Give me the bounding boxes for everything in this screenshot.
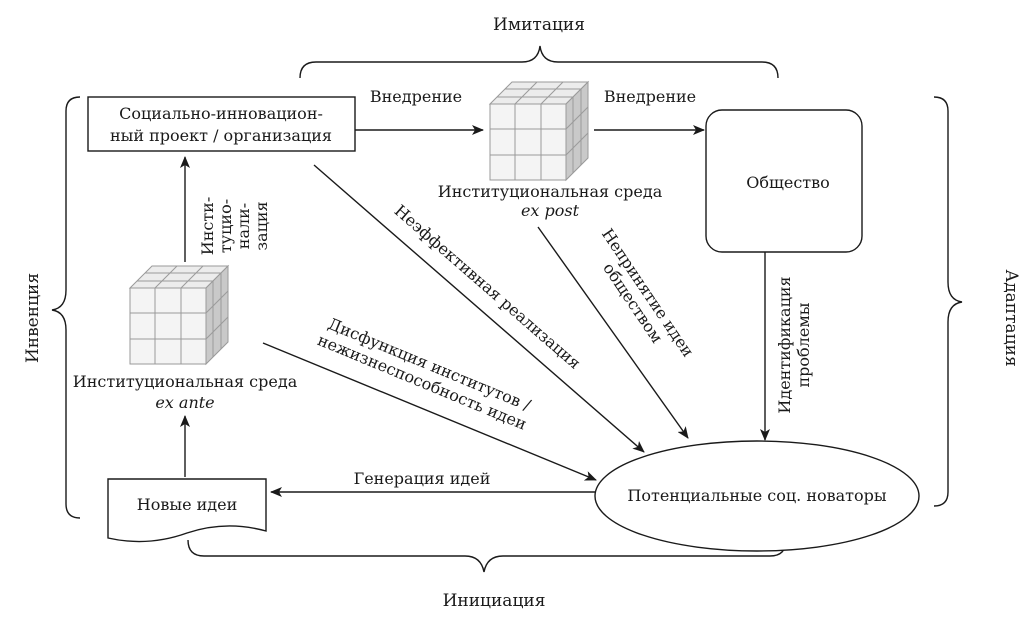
env-post-label-line2: ex post: [521, 201, 580, 220]
edge-label-ineffective: Неэффективная реализация: [391, 201, 585, 373]
new-ideas-label: Новые идеи: [137, 495, 238, 514]
arrow-dysfunction: [262, 342, 597, 481]
project-node: Социально-инновацион- ный проект / орган…: [87, 96, 356, 152]
brace-label-imitation: Имитация: [493, 15, 585, 35]
project-label-line1: Социально-инновацион-: [119, 104, 323, 123]
env-post-cube-icon: [488, 80, 590, 182]
arrow-rejection: [537, 226, 689, 439]
env-ante-label-line1: Институциональная среда: [73, 372, 298, 391]
institutionalization-line4: зация: [252, 201, 271, 250]
brace-label-adaptation: Адаптация: [1001, 269, 1021, 366]
innovators-node: Потенциальные соц. новаторы: [594, 440, 920, 552]
new-ideas-node: Новые идеи: [107, 478, 267, 543]
project-label-line2: ный проект / организация: [110, 126, 332, 145]
bottom-brace: [187, 539, 787, 573]
env-post-label-line1: Институциональная среда: [438, 182, 663, 201]
env-ante-label-line2: ex ante: [155, 393, 214, 412]
identification-line1: Идентификация: [775, 276, 794, 413]
identification-line2: проблемы: [794, 302, 813, 387]
env-ante-cube-icon: [128, 264, 230, 366]
brace-label-invention: Инвенция: [23, 273, 43, 363]
arrow-ineffective: [313, 164, 645, 453]
edge-label-dysfunction: Дисфункция институтов / нежизнеспособнос…: [315, 314, 534, 434]
institutionalization-line1: Инсти-: [198, 197, 217, 256]
right-brace: [933, 96, 963, 507]
institutionalization-line3: нали-: [234, 203, 253, 249]
edge-label-identification: Идентификация проблемы: [775, 276, 813, 413]
innovators-label: Потенциальные соц. новаторы: [627, 486, 887, 505]
edge-label-implementation-2: Внедрение: [604, 87, 696, 106]
left-brace: [51, 96, 81, 519]
brace-label-initiation: Инициация: [443, 591, 546, 611]
edge-label-implementation-1: Внедрение: [370, 87, 462, 106]
edge-label-generation: Генерация идей: [354, 469, 491, 488]
top-brace: [299, 45, 779, 79]
edge-label-institutionalization: Инсти- туцио- нали- зация: [198, 197, 271, 256]
society-node: Общество: [705, 109, 863, 253]
society-label: Общество: [746, 173, 830, 192]
institutionalization-line2: туцио-: [216, 199, 235, 253]
edge-label-rejection: Непринятие идеи обществом: [598, 225, 698, 360]
